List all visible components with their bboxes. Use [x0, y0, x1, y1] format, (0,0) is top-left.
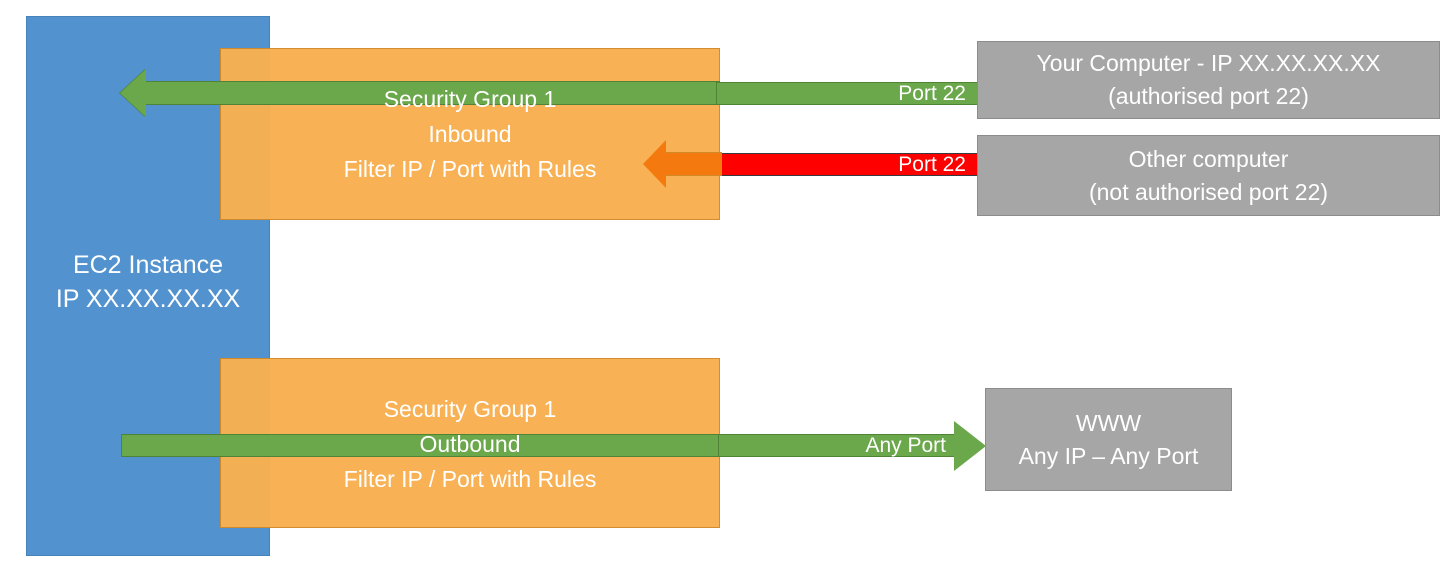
host-other-computer-box: Other computer (not authorised port 22): [977, 135, 1440, 216]
inbound-allowed-bar: [716, 82, 978, 105]
inbound-allowed-arrow-shaft: [134, 81, 720, 105]
security-group-inbound-box: [220, 48, 720, 220]
outbound-allowed-bar-outer: [718, 434, 956, 457]
host-other-computer-label: Other computer (not authorised port 22): [1088, 145, 1329, 205]
host-your-computer-label: Your Computer - IP XX.XX.XX.XX (authoris…: [1036, 50, 1381, 109]
inbound-blocked-arrow-shaft: [664, 152, 722, 176]
inbound-allowed-arrow-head-icon: [120, 69, 146, 117]
outbound-allowed-bar-inner: [121, 434, 721, 457]
ec2-instance-label: EC2 Instance IP XX.XX.XX.XX: [55, 251, 241, 313]
inbound-blocked-arrow-head-icon: [643, 140, 666, 188]
host-your-computer-box: Your Computer - IP XX.XX.XX.XX (authoris…: [977, 41, 1440, 119]
inbound-blocked-bar: [716, 153, 978, 176]
host-www-label: WWW Any IP – Any Port: [1018, 409, 1199, 469]
host-www-box: WWW Any IP – Any Port: [985, 388, 1232, 491]
outbound-allowed-arrow-head-icon: [954, 421, 986, 471]
